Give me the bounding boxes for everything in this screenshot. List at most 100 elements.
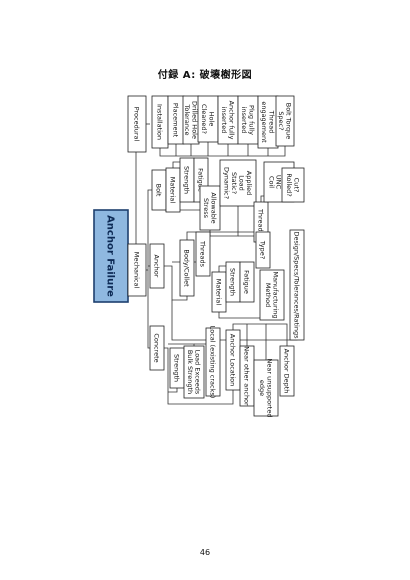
node-label: Concrete: [153, 333, 161, 362]
node-label: ManufacturingMethod: [264, 271, 279, 318]
node-label: Strength: [173, 354, 181, 382]
node-body-collet: Body/Collet: [179, 239, 195, 297]
node-thread-engagement: Threadengagement: [257, 95, 279, 149]
node-drilled-hole-tolerance: Drilled HoleTolerance: [182, 95, 200, 145]
node-label: Fatigue: [197, 168, 205, 192]
node-box: [183, 345, 205, 399]
node-label: AppliedLoadStatic?Dynamic?: [223, 167, 253, 199]
node-label: Near other anchor: [243, 346, 251, 406]
connector-line: [232, 323, 267, 360]
node-label: Material: [215, 279, 223, 306]
node-box: [253, 359, 279, 417]
node-box: [195, 231, 211, 277]
node-label: Placement: [172, 103, 180, 138]
node-placement: Placement: [167, 95, 185, 145]
node-threads-anchor: Threads: [195, 231, 211, 277]
node-box: [281, 167, 305, 203]
node-bolt-torque-spec: Bolt TorqueSpec?: [275, 95, 295, 147]
node-concrete: Concrete: [149, 325, 165, 371]
node-installation: Installation: [151, 95, 169, 149]
node-strength-concrete: Strength: [169, 347, 185, 389]
page-title: 付録 A: 破壊樹形図: [157, 70, 253, 81]
node-label: Mechanical: [133, 252, 141, 289]
node-label: Procedural: [133, 107, 141, 142]
node-label: Threadengagement: [260, 101, 275, 143]
node-local-cracks: Local (existing cracks): [205, 326, 221, 399]
node-label: Plug fullyinserted: [240, 105, 255, 135]
node-label: Anchor Failure: [105, 215, 116, 297]
node-label: Fatigue: [243, 270, 251, 294]
node-label: Near unsupportededge: [258, 359, 273, 418]
node-box: [219, 159, 257, 207]
node-box: [239, 261, 255, 303]
node-label: Cut?Rolled?: [285, 173, 300, 196]
node-procedural: Procedural: [127, 95, 147, 153]
node-design-specs: Design/Specs/Tolerances/Ratings: [289, 229, 305, 341]
node-strength-anchor: Strength: [225, 261, 241, 303]
node-label: Design/Specs/Tolerances/Ratings: [293, 232, 301, 340]
node-load-exceeds: Load ExceedsBulk Strength: [183, 345, 205, 399]
node-label: Anchor Location: [229, 334, 237, 386]
node-box: [205, 327, 221, 397]
node-root: Anchor Failure: [93, 209, 129, 303]
node-anchor: Anchor: [149, 243, 165, 289]
node-fatigue-anchor: Fatigue: [239, 261, 255, 303]
node-box: [179, 239, 195, 297]
node-material-anchor: Material: [211, 271, 227, 313]
connector-line: [128, 152, 137, 257]
node-box: [289, 229, 305, 341]
node-label: Type?: [259, 240, 267, 259]
node-label: Bolt: [155, 184, 163, 197]
node-applied-load: AppliedLoadStatic?Dynamic?: [219, 159, 257, 207]
node-near-unsupported-edge: Near unsupportededge: [253, 359, 279, 418]
node-label: Bolt TorqueSpec?: [277, 103, 292, 140]
node-label: Strength: [229, 268, 237, 296]
node-label: Anchor fullyinserted: [220, 101, 235, 140]
node-label: Drilled HoleTolerance: [183, 101, 198, 139]
node-label: Body/Collet: [183, 249, 191, 287]
node-box: [275, 95, 295, 147]
connector-line: [146, 189, 152, 271]
node-anchor-fully-inserted: Anchor fullyinserted: [217, 95, 239, 145]
connector-line: [164, 347, 234, 405]
node-manufacturing-method: ManufacturingMethod: [259, 269, 285, 321]
node-strength-bolt: Strength: [179, 157, 195, 203]
node-hole-cleaned: HoleCleaned?: [197, 95, 219, 143]
node-label: Threads: [199, 240, 207, 268]
node-allowable-stress: AllowableStress: [199, 185, 221, 231]
node-anchor-location: Anchor Location: [225, 329, 241, 391]
node-label: Anchor Depth: [283, 349, 291, 394]
connector-line: [159, 146, 286, 157]
node-label: Anchor: [153, 255, 161, 278]
page-number: 46: [199, 548, 211, 557]
node-material-bolt: Material: [165, 167, 181, 213]
node-cut-rolled: Cut?Rolled?: [281, 167, 305, 203]
node-label: Local (existing cracks): [209, 326, 217, 399]
node-box: [149, 243, 165, 289]
node-box: [93, 209, 129, 303]
node-plug-fully-inserted: Plug fullyinserted: [237, 95, 259, 145]
node-anchor-type: Type?: [255, 231, 271, 269]
node-bolt: Bolt: [151, 169, 167, 211]
connector-line: [147, 270, 150, 349]
node-box: [127, 95, 147, 153]
node-mechanical: Mechanical: [127, 243, 147, 297]
node-label: Strength: [183, 166, 191, 194]
node-box: [127, 243, 147, 297]
node-label: HoleCleaned?: [200, 104, 215, 134]
connector-line: [266, 323, 288, 346]
node-label: Material: [169, 177, 177, 204]
node-box: [259, 269, 285, 321]
node-label: AllowableStress: [202, 192, 217, 223]
node-anchor-depth: Anchor Depth: [279, 345, 295, 397]
node-box: [279, 345, 295, 397]
connector-line: [168, 388, 178, 393]
node-label: Threads: [257, 208, 265, 236]
node-near-other-anchor: Near other anchor: [239, 345, 255, 407]
node-box: [255, 231, 271, 269]
node-label: Load ExceedsBulk Strength: [186, 350, 201, 395]
node-label: Installation: [156, 104, 164, 140]
node-box: [199, 185, 221, 231]
node-box: [149, 325, 165, 371]
